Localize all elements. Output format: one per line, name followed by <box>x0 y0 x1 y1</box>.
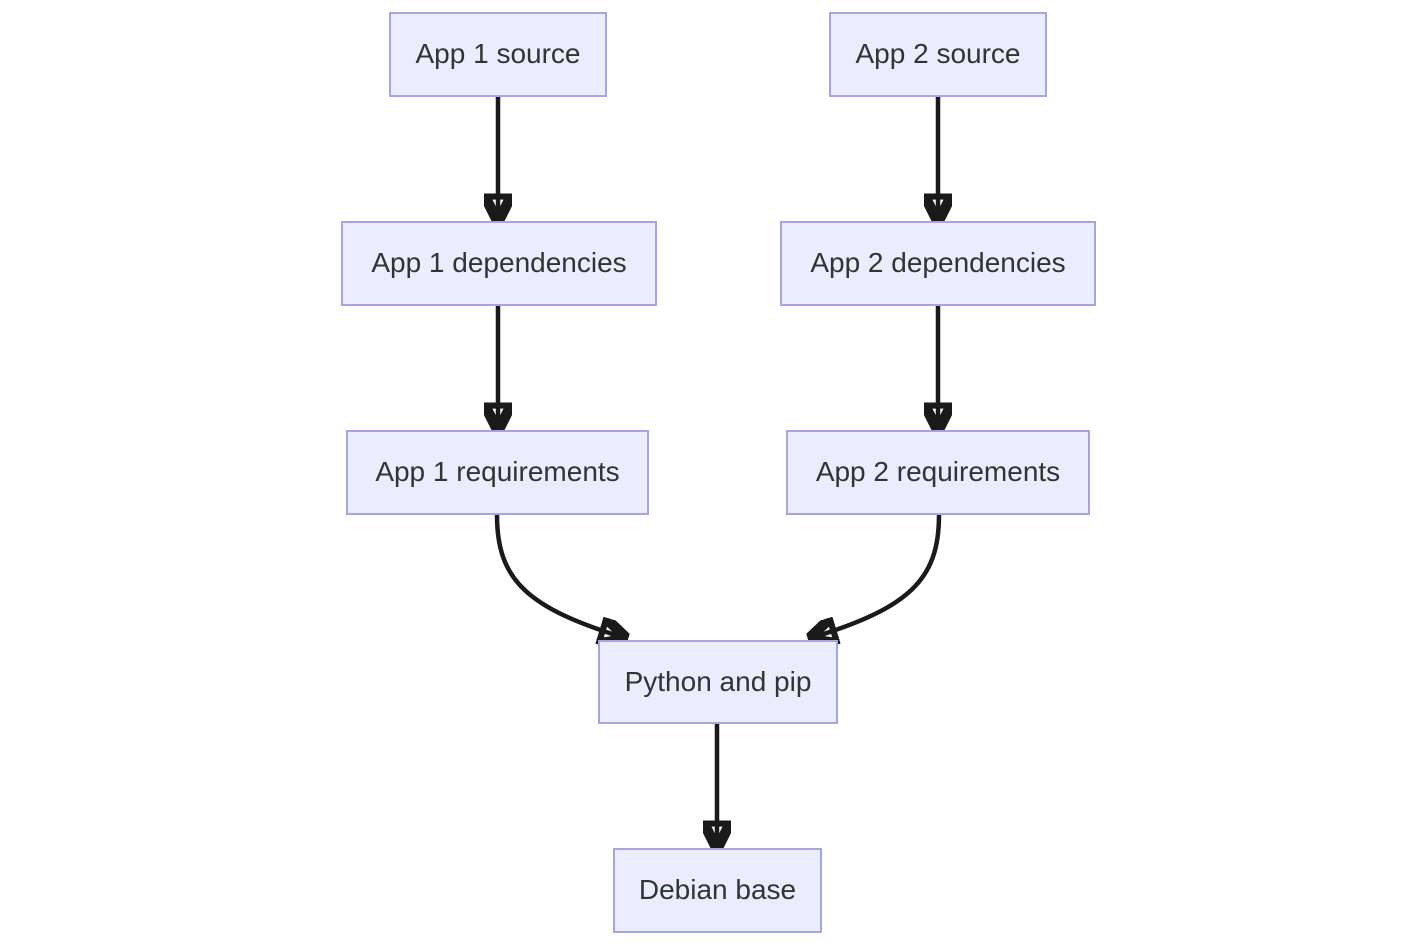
node-app1-requirements: App 1 requirements <box>346 430 649 515</box>
node-app2-requirements: App 2 requirements <box>786 430 1090 515</box>
node-label: App 2 dependencies <box>810 247 1066 279</box>
node-label: App 1 dependencies <box>371 247 627 279</box>
node-app1-source: App 1 source <box>389 12 607 97</box>
edge-app2-requirements-to-python-pip <box>811 514 942 638</box>
node-label: App 2 source <box>855 38 1021 70</box>
node-app2-dependencies: App 2 dependencies <box>780 221 1096 306</box>
node-label: App 2 requirements <box>815 456 1061 488</box>
node-app1-dependencies: App 1 dependencies <box>341 221 657 306</box>
node-app2-source: App 2 source <box>829 12 1047 97</box>
node-python-pip: Python and pip <box>598 640 838 724</box>
node-label: App 1 requirements <box>375 456 620 488</box>
edge-app1-requirements-to-python-pip <box>494 514 625 638</box>
node-label: Python and pip <box>624 665 812 697</box>
node-debian-base: Debian base <box>613 848 822 933</box>
node-label: Debian base <box>638 874 797 906</box>
node-label: App 1 source <box>415 38 581 70</box>
